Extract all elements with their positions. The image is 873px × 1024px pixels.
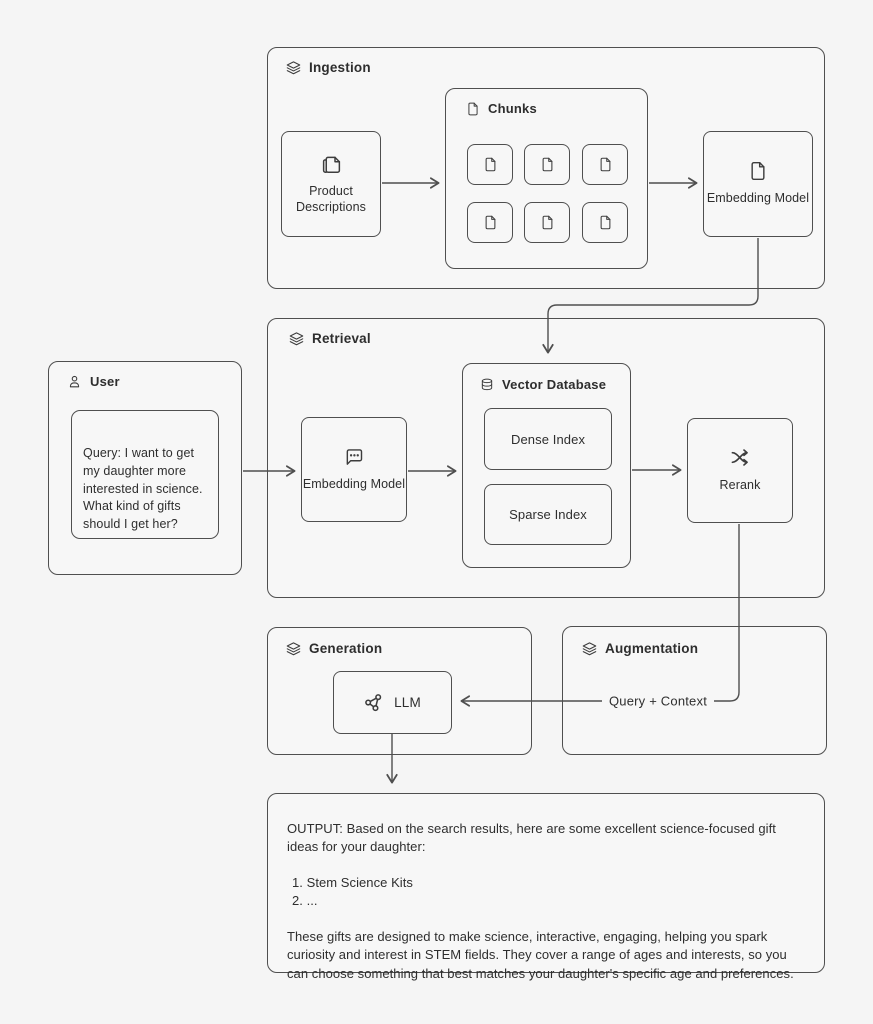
section-title-augmentation: Augmentation <box>605 641 699 656</box>
file-icon <box>540 157 555 172</box>
chunks-container: Chunks <box>445 88 648 269</box>
copy-pages-icon <box>321 153 342 174</box>
file-icon <box>466 102 480 116</box>
embedding-model-retrieval-node: Embedding Model <box>301 417 407 522</box>
sparse-index-node: Sparse Index <box>484 484 612 545</box>
user-container: User Query: I want to get my daughter mo… <box>48 361 242 575</box>
file-icon <box>540 215 555 230</box>
vector-database-container: Vector Database Dense Index Sparse Index <box>462 363 631 568</box>
chunk-box <box>467 202 513 243</box>
vector-database-title: Vector Database <box>502 377 607 392</box>
chunk-box <box>524 144 570 185</box>
section-title-retrieval: Retrieval <box>312 331 371 346</box>
product-descriptions-node: Product Descriptions <box>281 131 381 237</box>
section-title-ingestion: Ingestion <box>309 60 371 75</box>
query-context-label: Query + Context <box>604 693 712 709</box>
chunk-box <box>582 202 628 243</box>
generation-section: Generation LLM <box>267 627 532 755</box>
file-icon <box>483 157 498 172</box>
file-icon <box>483 215 498 230</box>
person-icon <box>67 374 82 389</box>
embedding-model-ingestion-node: Embedding Model <box>703 131 813 237</box>
user-query-box: Query: I want to get my daughter more in… <box>71 410 219 539</box>
llm-label: LLM <box>394 695 421 710</box>
network-share-icon <box>364 693 384 713</box>
section-title-generation: Generation <box>309 641 383 656</box>
output-list-item: 2. ... <box>292 893 318 909</box>
rerank-node: Rerank <box>687 418 793 523</box>
message-dots-icon <box>344 447 364 467</box>
user-query-text: Query: I want to get my daughter more in… <box>83 446 203 531</box>
output-list: 1. Stem Science Kits 2. ... <box>292 874 804 911</box>
output-intro: OUTPUT: Based on the search results, her… <box>287 821 776 855</box>
layers-icon <box>582 641 597 656</box>
file-icon <box>598 215 613 230</box>
dense-index-label: Dense Index <box>510 431 586 447</box>
layers-icon <box>286 641 301 656</box>
product-descriptions-label: Product Descriptions <box>296 183 366 214</box>
chunks-title: Chunks <box>488 101 537 116</box>
output-closing: These gifts are designed to make science… <box>287 928 794 981</box>
file-icon <box>748 161 768 181</box>
layers-icon <box>289 331 304 346</box>
database-icon <box>480 378 494 392</box>
sparse-index-label: Sparse Index <box>509 507 587 522</box>
layers-icon <box>286 60 301 75</box>
file-icon <box>598 157 613 172</box>
dense-index-node: Dense Index <box>484 408 612 470</box>
embedding-model-label: Embedding Model <box>302 476 406 491</box>
llm-node: LLM <box>333 671 452 734</box>
shuffle-icon <box>730 447 751 468</box>
output-list-item: 1. Stem Science Kits <box>292 874 413 890</box>
chunk-box <box>582 144 628 185</box>
embedding-model-label: Embedding Model <box>706 191 810 206</box>
user-title: User <box>90 374 120 389</box>
rerank-label: Rerank <box>719 478 761 493</box>
chunk-box <box>524 202 570 243</box>
augmentation-section: Augmentation <box>562 626 827 755</box>
chunk-box <box>467 144 513 185</box>
output-box: OUTPUT: Based on the search results, her… <box>267 793 825 981</box>
